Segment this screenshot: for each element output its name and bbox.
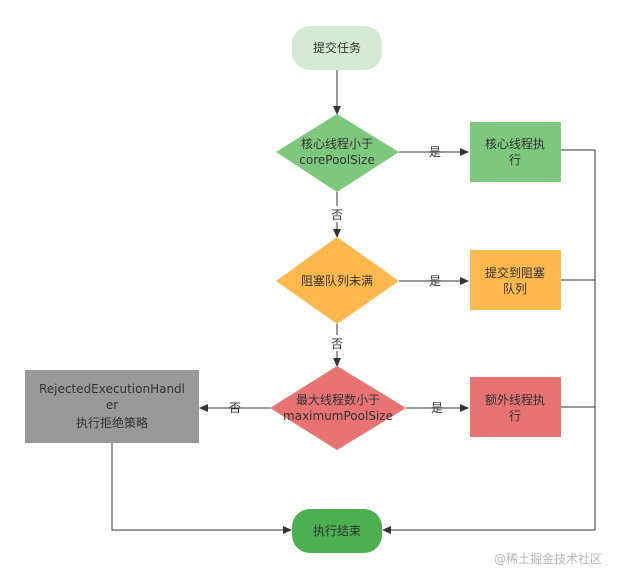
node-r2: 提交到阻塞 队列 — [470, 250, 561, 310]
node-reject: RejectedExecutionHandl er 执行拒绝策略 — [25, 370, 199, 443]
node-end-label: 执行结束 — [313, 524, 361, 538]
node-r1: 核心线程执 行 — [470, 122, 561, 182]
node-d1-label-0: 核心线程小于 — [301, 136, 373, 151]
node-reject-label-2: 执行拒绝策略 — [76, 415, 148, 430]
node-end-shape — [292, 509, 382, 553]
node-r3-label-0: 额外线程执 — [485, 392, 545, 407]
edge-label-d3-no: 否 — [229, 401, 241, 415]
edge-label-d2-yes: 是 — [429, 274, 441, 288]
edge-label-d1-no: 否 — [331, 208, 343, 222]
node-r3-label-1: 行 — [509, 409, 521, 423]
node-d1-label-1: corePoolSize — [299, 153, 374, 167]
node-reject-label-1: er — [106, 398, 118, 412]
watermark: @稀土掘金技术社区 — [494, 551, 602, 566]
node-d1-shape — [276, 114, 399, 192]
edge-label-d2-no: 否 — [331, 337, 343, 351]
node-d3-shape — [270, 366, 406, 450]
node-start-label: 提交任务 — [313, 40, 361, 55]
edge-r1-end — [382, 149, 596, 534]
node-d3-label-0: 最大线程数小于 — [296, 392, 380, 407]
node-r2-shape — [470, 250, 561, 310]
node-d2: 阻塞队列未满 — [276, 237, 399, 324]
node-d3-label-1: maximumPoolSize — [283, 409, 393, 423]
node-r3: 额外线程执 行 — [470, 377, 561, 437]
node-r1-shape — [470, 122, 561, 182]
node-start: 提交任务 — [292, 26, 382, 70]
node-r3-shape — [470, 377, 561, 437]
node-r2-label-0: 提交到阻塞 — [485, 265, 545, 280]
node-reject-shape — [25, 370, 199, 443]
node-start-shape — [292, 26, 382, 70]
node-r2-label-1: 队列 — [503, 281, 527, 296]
edge-reject-end — [111, 443, 292, 534]
node-r1-label-0: 核心线程执 — [485, 136, 545, 151]
node-d1: 核心线程小于 corePoolSize — [276, 114, 399, 192]
edge-label-d3-yes: 是 — [431, 401, 443, 415]
node-d2-label-0: 阻塞队列未满 — [301, 273, 373, 288]
node-end: 执行结束 — [292, 509, 382, 553]
edge-label-d1-yes: 是 — [429, 145, 441, 159]
edge-labels: 是 否 是 否 是 否 — [229, 145, 443, 415]
node-reject-label-0: RejectedExecutionHandl — [39, 382, 185, 396]
node-d3: 最大线程数小于 maximumPoolSize — [270, 366, 406, 450]
node-r1-label-1: 行 — [509, 153, 521, 167]
node-d2-shape — [276, 237, 399, 324]
